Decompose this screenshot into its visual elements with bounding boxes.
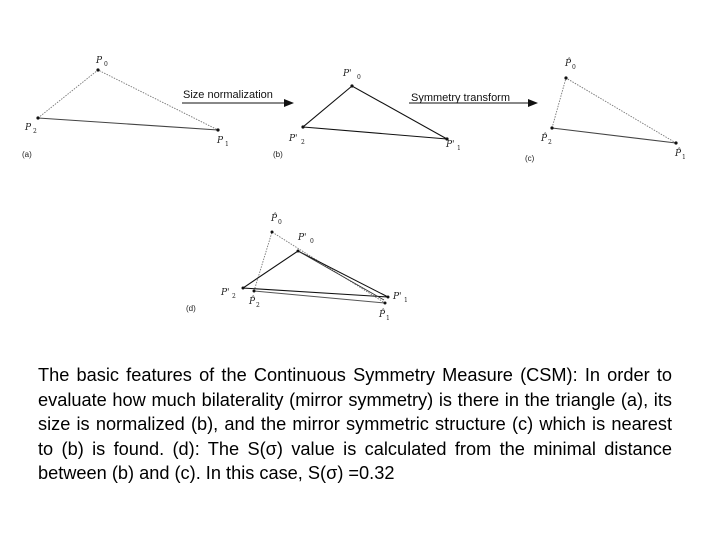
svg-text:0: 0 bbox=[104, 61, 108, 68]
svg-text:2: 2 bbox=[232, 293, 236, 300]
svg-text:1: 1 bbox=[682, 154, 686, 161]
label-b-p2: P' bbox=[288, 134, 298, 144]
triangle-b: P' 0 P' 2 P' 1 bbox=[288, 69, 461, 152]
label-a-p1: P bbox=[216, 136, 224, 146]
label-size-normalization: Size normalization bbox=[183, 89, 273, 101]
label-b-p1: P' bbox=[445, 140, 455, 150]
svg-text:2: 2 bbox=[256, 302, 260, 309]
caption-text: The basic features of the Continuous Sym… bbox=[38, 365, 672, 484]
label-d-p2-prime: P' bbox=[220, 288, 230, 298]
svg-text:1: 1 bbox=[386, 315, 390, 322]
panel-label-c: (c) bbox=[525, 154, 535, 163]
svg-text:0: 0 bbox=[572, 64, 576, 71]
panel-label-d: (d) bbox=[186, 304, 196, 313]
svg-text:2: 2 bbox=[548, 139, 552, 146]
label-a-p2: P bbox=[24, 123, 32, 133]
svg-text:0: 0 bbox=[310, 238, 314, 245]
arrow-symmetry-transform: Symmetry transform bbox=[409, 92, 538, 107]
label-d-p1-hat: P̂ bbox=[378, 308, 386, 320]
panel-label-b: (b) bbox=[273, 150, 283, 159]
label-d-p2-hat: P̂ bbox=[248, 295, 256, 307]
label-b-p0: P' bbox=[342, 69, 352, 79]
svg-text:1: 1 bbox=[404, 297, 408, 304]
svg-text:2: 2 bbox=[33, 128, 37, 135]
figure-caption: The basic features of the Continuous Sym… bbox=[38, 363, 672, 486]
svg-text:0: 0 bbox=[278, 219, 282, 226]
svg-text:0: 0 bbox=[357, 74, 361, 81]
label-d-p0-prime: P' bbox=[297, 233, 307, 243]
label-a-p0: P bbox=[95, 56, 103, 66]
panel-label-a: (a) bbox=[22, 150, 32, 159]
label-d-p0-hat: P̂ bbox=[270, 212, 278, 224]
svg-text:1: 1 bbox=[457, 145, 461, 152]
arrow-size-normalization: Size normalization bbox=[182, 89, 294, 107]
triangle-c: P̂ 0 P̂ 2 P̂ 1 bbox=[540, 57, 686, 161]
svg-text:1: 1 bbox=[225, 141, 229, 148]
label-c-p0: P̂ bbox=[564, 57, 572, 69]
label-c-p1: P̂ bbox=[674, 147, 682, 159]
csm-diagram: P 0 P 2 P 1 Size normalization P' 0 P' 2… bbox=[22, 56, 686, 322]
overlay-d: P̂ 0 P' 0 P' 2 P̂ 2 P' 1 P̂ 1 bbox=[220, 212, 408, 322]
label-d-p1-prime: P' bbox=[392, 292, 402, 302]
svg-text:2: 2 bbox=[301, 139, 305, 146]
label-c-p2: P̂ bbox=[540, 132, 548, 144]
triangle-a: P 0 P 2 P 1 bbox=[24, 56, 229, 148]
label-symmetry-transform: Symmetry transform bbox=[411, 92, 510, 104]
